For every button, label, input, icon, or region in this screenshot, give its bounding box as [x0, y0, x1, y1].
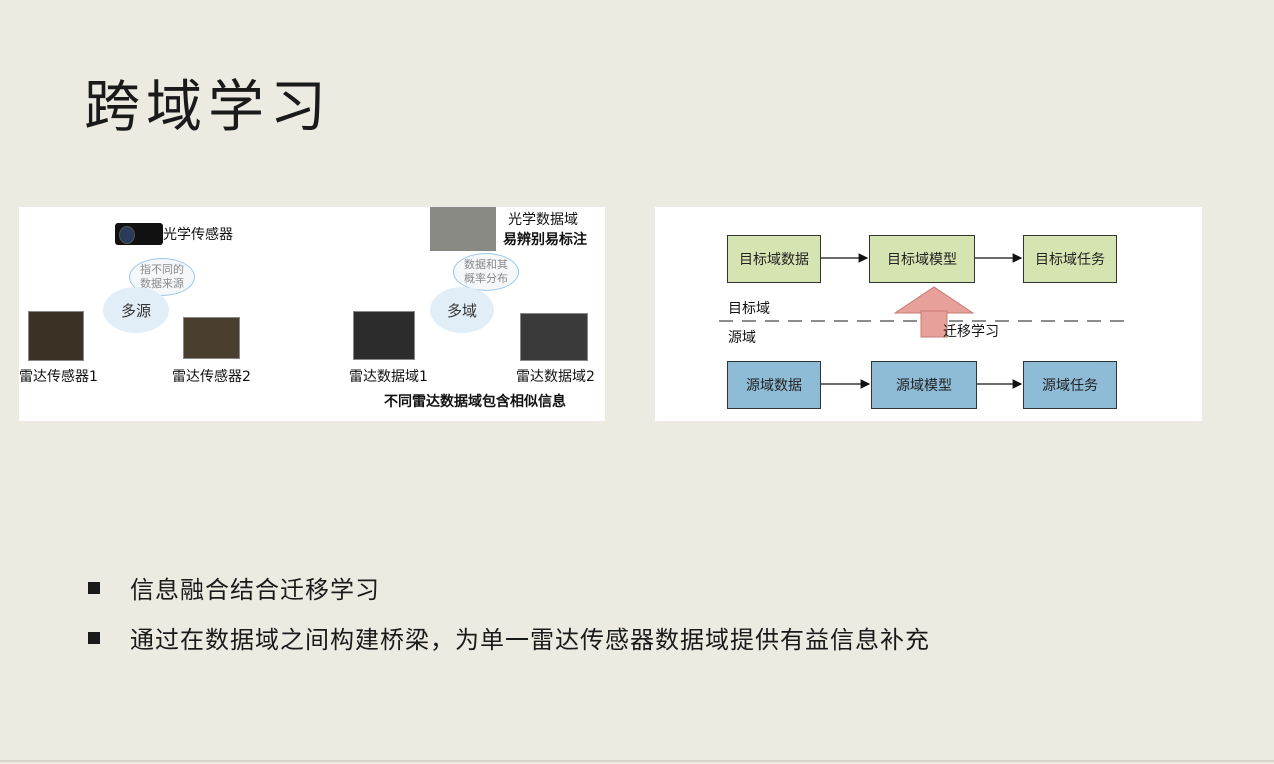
- source-model-box: 源域模型: [871, 361, 977, 409]
- bullet-list: 信息融合结合迁移学习 通过在数据域之间构建桥梁，为单一雷达传感器数据域提供有益信…: [88, 562, 930, 662]
- slide-title: 跨域学习: [84, 75, 332, 140]
- bullet-marker: [88, 632, 100, 644]
- radar-sensor-1-label: 雷达传感器1: [19, 369, 98, 385]
- source-domain-label: 源域: [728, 330, 756, 346]
- radar-domain-1-image: [353, 311, 415, 360]
- target-data-box: 目标域数据: [727, 235, 821, 283]
- diagram-connectors: [719, 253, 1129, 389]
- source-task-box: 源域任务: [1023, 361, 1117, 409]
- radar-sensor-1-image: [28, 311, 84, 361]
- multi-source-figure: 光学传感器 指不同的 数据来源 多源 雷达传感器1 雷达传感器2 光学数据域 易…: [19, 207, 605, 421]
- target-task-box: 目标域任务: [1023, 235, 1117, 283]
- transfer-learning-diagram: 目标域数据 目标域模型 目标域任务 目标域 源域 迁移学习 源域数据 源域模型 …: [655, 207, 1202, 421]
- transfer-learning-label: 迁移学习: [943, 324, 999, 340]
- optical-domain-note: 易辨别易标注: [503, 232, 587, 248]
- radar-domain-2-image: [520, 313, 588, 361]
- radar-domain-1-label: 雷达数据域1: [349, 369, 428, 385]
- optical-domain-label: 光学数据域: [508, 212, 578, 228]
- radar-domain-2-label: 雷达数据域2: [516, 369, 595, 385]
- optical-sensor-label: 光学传感器: [163, 227, 233, 243]
- multi-source-bubble: 多源: [103, 287, 169, 333]
- radar-sensor-2-image: [183, 317, 240, 359]
- camera-icon: [115, 223, 163, 245]
- bullet-marker: [88, 582, 100, 594]
- target-domain-label: 目标域: [728, 301, 770, 317]
- optical-domain-image: [430, 207, 496, 251]
- domain-thought-bubble: 数据和其 概率分布: [453, 253, 519, 291]
- target-model-box: 目标域模型: [869, 235, 975, 283]
- radar-sensor-2-label: 雷达传感器2: [172, 369, 251, 385]
- source-data-box: 源域数据: [727, 361, 821, 409]
- bullet-item: 通过在数据域之间构建桥梁，为单一雷达传感器数据域提供有益信息补充: [88, 612, 930, 662]
- multi-domain-bubble: 多域: [430, 287, 494, 333]
- footer-divider: [0, 760, 1274, 762]
- radar-domain-caption: 不同雷达数据域包含相似信息: [384, 394, 566, 410]
- bullet-item: 信息融合结合迁移学习: [88, 562, 930, 612]
